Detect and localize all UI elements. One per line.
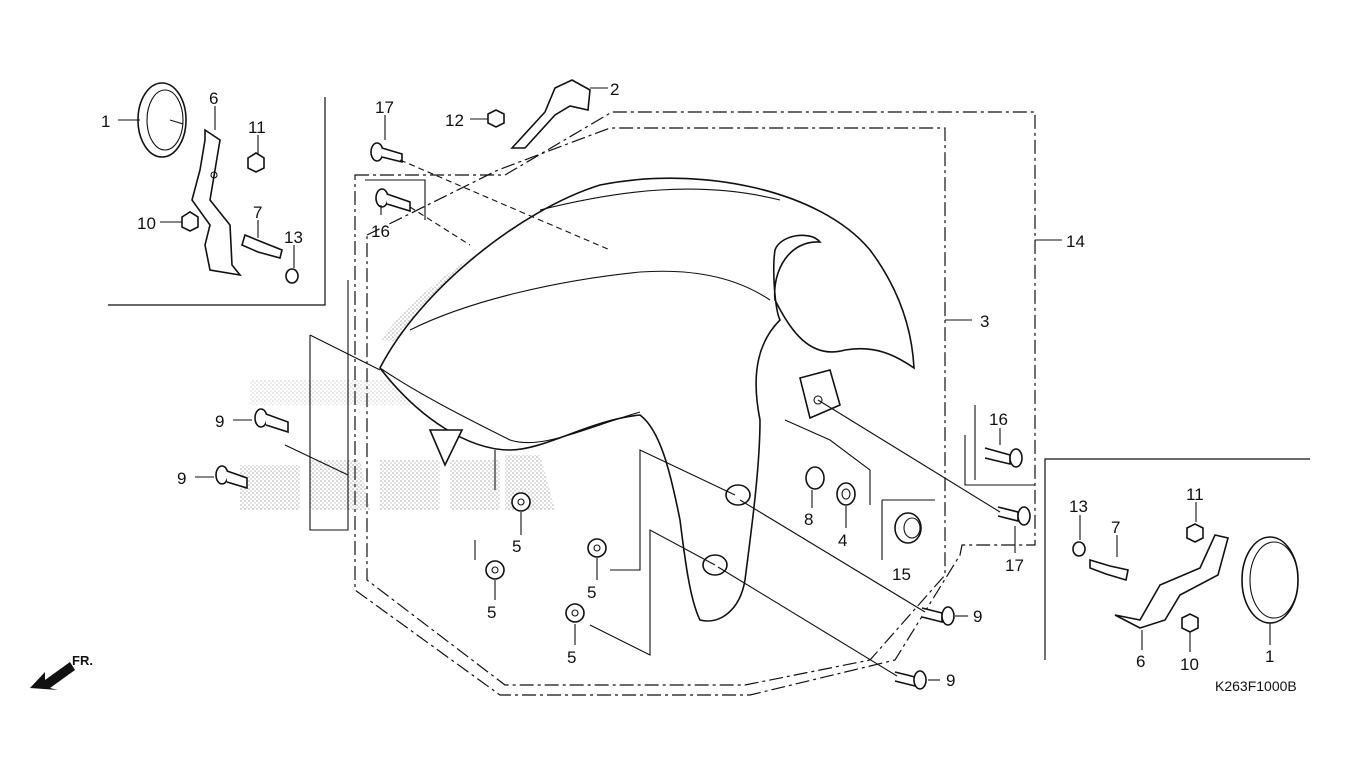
direction-label: FR. (72, 653, 93, 668)
callout-13-left: 13 (284, 228, 303, 247)
callout-9-d: 9 (946, 671, 955, 690)
group-boundary-3 (366, 127, 946, 686)
callout-10-right: 10 (1180, 655, 1199, 674)
callout-2: 2 (610, 80, 619, 99)
screw-9-right-b (894, 670, 927, 690)
callout-6-right: 6 (1136, 652, 1145, 671)
grommet-5-c (587, 538, 607, 558)
screw-9-left-a (254, 408, 289, 434)
callout-1-left: 1 (101, 112, 110, 131)
leader-lines (118, 87, 1271, 681)
callout-14: 14 (1066, 232, 1085, 251)
left-detail-frame (108, 97, 326, 306)
callout-9-b: 9 (177, 469, 186, 488)
callout-13-right: 13 (1069, 497, 1088, 516)
callout-4: 4 (838, 531, 847, 550)
callout-12: 12 (445, 111, 464, 130)
screw-16-right (964, 405, 1035, 486)
collar-8 (805, 466, 825, 490)
drawing-code: K263F1000B (1215, 678, 1297, 694)
callout-7-left: 7 (253, 203, 262, 222)
washer-4 (836, 482, 856, 506)
nut-part-12 (487, 109, 505, 128)
stay-part-2 (510, 79, 591, 149)
callout-3: 3 (980, 312, 989, 331)
grommet-5-a (511, 492, 531, 512)
callout-11-left: 11 (248, 118, 266, 137)
screw-16-top (365, 179, 426, 220)
grommet-15 (881, 499, 935, 560)
right-detail-frame (1044, 458, 1310, 660)
callout-16-top: 16 (371, 222, 390, 241)
grommet-5-d (565, 603, 585, 623)
screw-9-right-a (921, 606, 955, 626)
callout-9-a: 9 (215, 412, 224, 431)
screw-17-top (370, 142, 403, 164)
callout-5-a: 5 (512, 537, 521, 556)
callout-17-right: 17 (1005, 556, 1024, 575)
callout-6-left: 6 (209, 89, 218, 108)
right-reflector-assembly (1072, 523, 1299, 633)
grommet-5-b (485, 560, 505, 580)
callout-1-right: 1 (1265, 647, 1274, 666)
callout-7-right: 7 (1111, 518, 1120, 537)
screw-17-right (997, 506, 1031, 526)
screw-9-left-b (215, 465, 248, 490)
callout-5-d: 5 (567, 648, 576, 667)
callout-16-right: 16 (989, 410, 1008, 429)
group-boundary-14 (354, 111, 1036, 696)
callout-17-top: 17 (375, 98, 394, 117)
callout-9-c: 9 (973, 607, 982, 626)
callout-11-right: 11 (1186, 485, 1204, 504)
callout-10-left: 10 (137, 214, 156, 233)
callout-8: 8 (804, 510, 813, 529)
front-direction-arrow: FR. (30, 653, 93, 690)
left-reflector-assembly (137, 82, 299, 284)
front-fender (379, 177, 915, 622)
callout-5-b: 5 (487, 603, 496, 622)
callout-5-c: 5 (587, 583, 596, 602)
callout-15: 15 (892, 565, 911, 584)
callouts: 1 6 11 10 7 13 17 16 12 2 14 3 9 9 5 5 5… (101, 80, 1274, 690)
